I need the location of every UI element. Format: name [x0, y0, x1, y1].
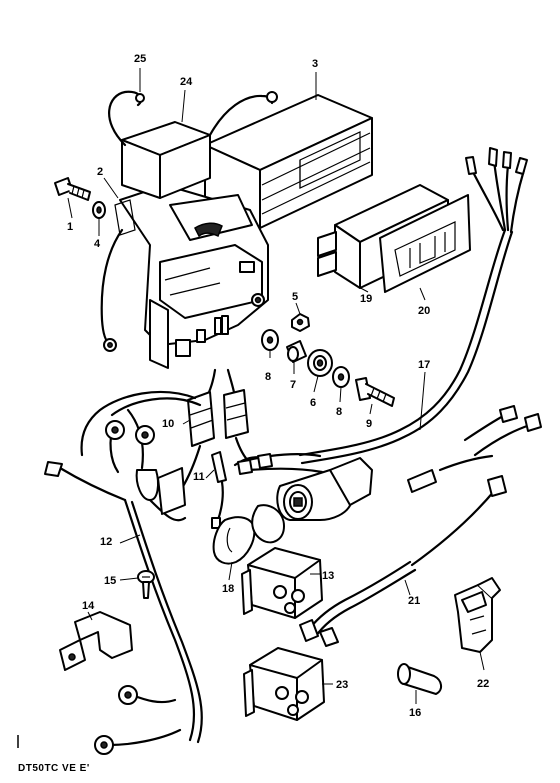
- part-15-screw: [137, 570, 155, 599]
- part-7-collar: [286, 340, 307, 363]
- part-10-coil-assembly: [180, 368, 252, 490]
- part-20-gasket-plate: [379, 194, 471, 293]
- callout-16: 16: [409, 707, 421, 719]
- callout-15: 15: [104, 575, 116, 587]
- callout-21: 21: [408, 595, 420, 607]
- bracket-ground-lead: [100, 228, 124, 352]
- part-1-bolt: [54, 177, 91, 201]
- part-9-bolt: [355, 377, 395, 407]
- callout-24: 24: [180, 76, 193, 88]
- callout-18: 18: [222, 583, 234, 595]
- part-16-cap-plug: [397, 663, 442, 695]
- part-25-lead-wire: [108, 90, 278, 147]
- part-4-washer: [92, 201, 106, 219]
- part-2-mounting-bracket: [114, 184, 269, 369]
- part-21-lead-harness: [299, 405, 542, 647]
- part-13-terminal-cover: [241, 547, 323, 619]
- callout-23: 23: [336, 679, 348, 691]
- callout-19: 19: [360, 293, 372, 305]
- part-6-grommet: [307, 349, 333, 377]
- diagram-code: DT50TC VE E': [18, 763, 90, 774]
- part-24-relay-block: [121, 121, 211, 199]
- callout-14: 14: [82, 600, 95, 612]
- callout-2: 2: [97, 166, 103, 178]
- callout-22: 22: [477, 678, 489, 690]
- callout-8b: 8: [336, 406, 342, 418]
- callout-11: 11: [193, 471, 205, 483]
- callout-4: 4: [94, 238, 101, 250]
- part-5-nut: [291, 313, 310, 332]
- part-18-switch-connector: [212, 453, 373, 565]
- callout-20: 20: [418, 305, 430, 317]
- callout-10: 10: [162, 418, 174, 430]
- part-23-terminal-cover: [243, 647, 325, 721]
- part-3-electrical-box: [204, 94, 373, 229]
- callout-5: 5: [292, 291, 298, 303]
- callout-13: 13: [322, 570, 334, 582]
- part-22-clip-holder: [454, 577, 501, 653]
- callout-8a: 8: [265, 371, 271, 383]
- part-17-main-harness: [298, 147, 528, 465]
- part-11-connector: [211, 451, 227, 529]
- callout-3: 3: [312, 58, 318, 70]
- callout-6: 6: [310, 397, 316, 409]
- part-12-harness: [44, 390, 203, 755]
- callout-25: 25: [134, 53, 146, 65]
- callout-7: 7: [290, 379, 296, 391]
- part-8-washer-b: [332, 366, 350, 388]
- callout-9: 9: [366, 418, 372, 430]
- part-14-clamp: [59, 611, 133, 671]
- callout-labels: 25 24 3 2 1 4 5 8 7 6 8 9 10 11 12 13 15…: [67, 53, 489, 719]
- callout-17: 17: [418, 359, 430, 371]
- callout-12: 12: [100, 536, 112, 548]
- callout-1: 1: [67, 221, 73, 233]
- leader-lines: [67, 68, 485, 704]
- part-8-washer-a: [261, 329, 279, 351]
